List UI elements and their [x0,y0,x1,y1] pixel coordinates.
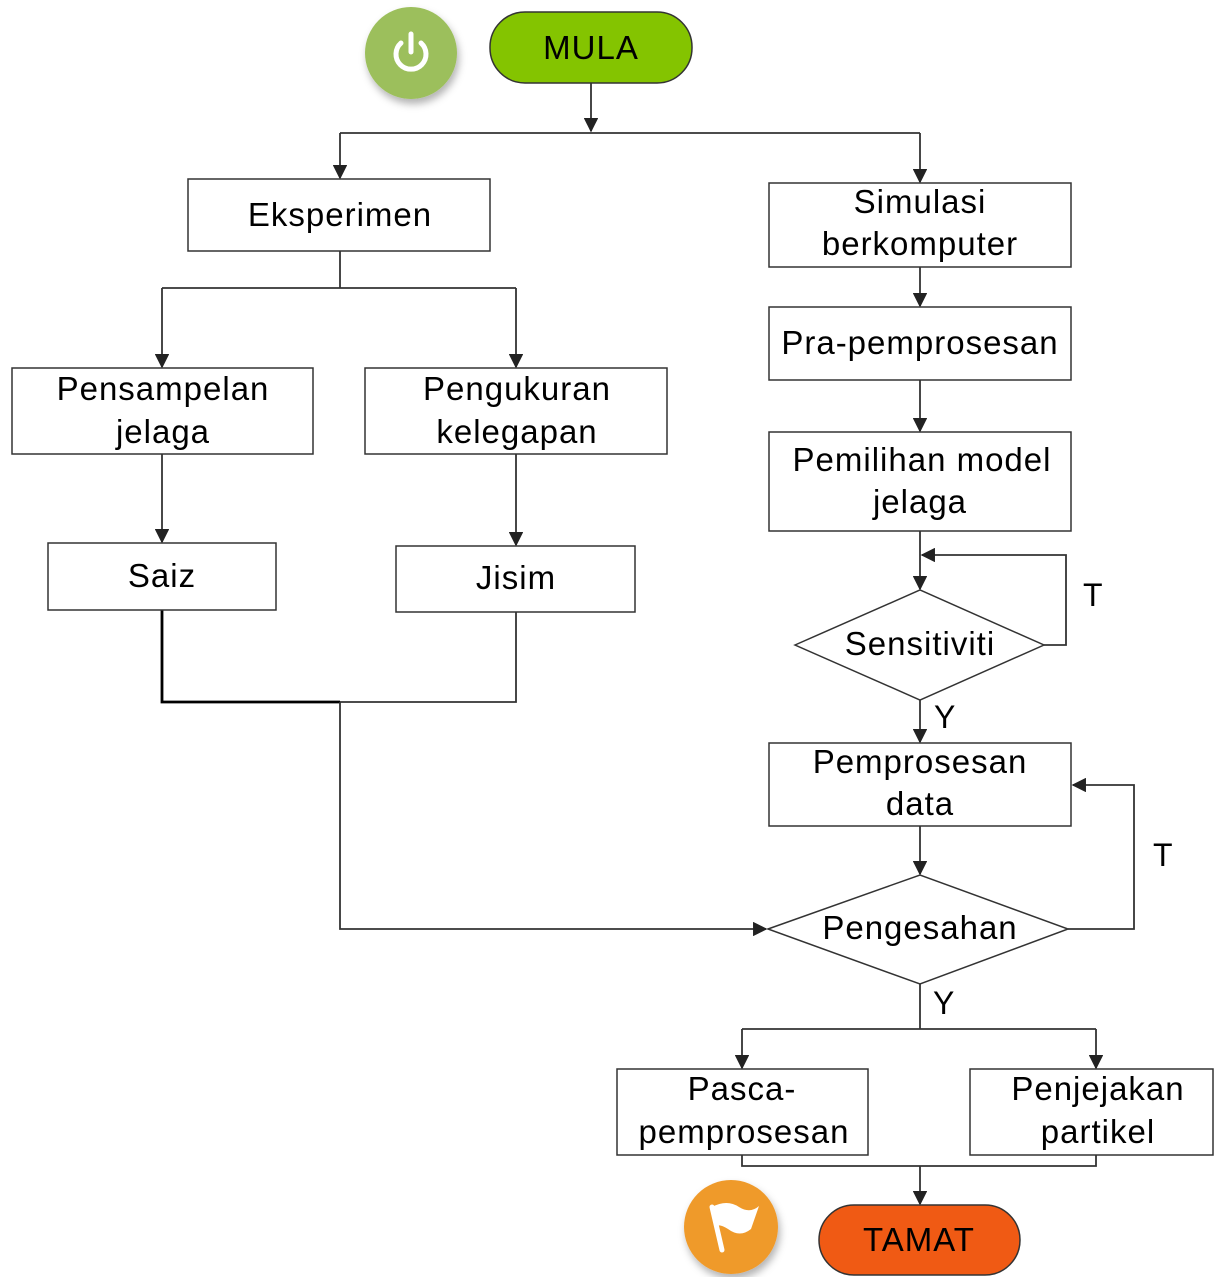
eksperimen-label: Eksperimen [248,196,432,233]
saiz-label: Saiz [128,557,196,594]
pengesahan-no-label: T [1153,837,1173,873]
sensitiviti-no-label: T [1083,577,1103,613]
pemprosesan-label-line1: Pemprosesan [813,743,1028,780]
eksperimen-box: Eksperimen [187,178,491,252]
sensitiviti-decision: Sensitiviti [793,589,1046,701]
pemprosesan-box: Pemprosesan data [768,742,1072,827]
penjejakan-box: Penjejakan partikel [969,1068,1214,1156]
pensampelan-label-line1: Pensampelan [57,370,270,407]
pengukuran-box: Pengukuran kelegapan [364,367,668,455]
penjejakan-label-line2: partikel [1041,1113,1155,1150]
arrow-pengesahan-loop [1068,777,1135,930]
pensampelan-label-line2: jelaga [115,413,210,450]
mula-terminal: MULA [489,11,693,84]
pengesahan-label: Pengesahan [822,909,1017,946]
end-icon-badge [684,1180,778,1274]
pengesahan-decision: Pengesahan [765,874,1071,985]
power-icon [393,31,429,72]
merge-line-bottom [741,1155,1097,1167]
simulasi-label-line1: Simulasi [854,183,987,220]
simulasi-label-line2: berkomputer [822,225,1018,262]
pasca-label-line2: pemprosesan [639,1113,850,1150]
connectors [154,83,1135,1206]
arrow-sensitiviti-loop [920,547,1067,646]
pensampelan-box: Pensampelan jelaga [11,367,314,455]
pemilihan-label-line2: jelaga [872,483,967,520]
penjejakan-label-line1: Penjejakan [1011,1070,1184,1107]
saiz-box: Saiz [47,542,277,611]
pasca-label-line1: Pasca- [688,1070,797,1107]
flag-icon [709,1203,759,1253]
pengukuran-label-line1: Pengukuran [423,370,611,407]
sensitiviti-label: Sensitiviti [845,625,995,662]
jisim-label: Jisim [476,559,556,596]
simulasi-box: Simulasi berkomputer [768,182,1072,268]
mula-label: MULA [543,29,639,66]
line-saiz-merge [160,610,340,704]
pengesahan-yes-label: Y [933,985,954,1021]
arrow-to-pengesahan [339,702,768,937]
pengukuran-label-line2: kelegapan [436,413,597,450]
pemilihan-label-line1: Pemilihan model [793,441,1052,478]
tamat-label: TAMAT [863,1221,975,1258]
pemilihan-box: Pemilihan model jelaga [768,431,1072,532]
tamat-terminal: TAMAT [818,1204,1021,1276]
pemprosesan-label-line2: data [886,785,954,822]
tamat-shape [818,1204,1021,1276]
line-jisim-merge [340,612,517,703]
mula-shape [489,11,693,84]
pasca-box: Pasca- pemprosesan [616,1068,869,1156]
start-icon-badge [365,7,457,99]
pra-label: Pra-pemprosesan [781,324,1058,361]
sensitiviti-yes-label: Y [934,699,955,735]
pra-box: Pra-pemprosesan [768,306,1072,381]
jisim-box: Jisim [395,545,636,613]
